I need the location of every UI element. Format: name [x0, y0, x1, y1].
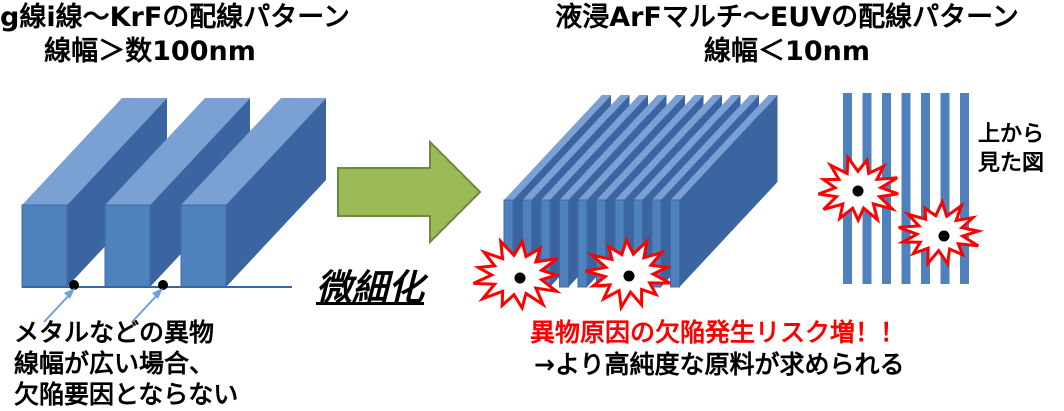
line-top-face [22, 98, 167, 205]
wide-metal-lines [21, 98, 326, 288]
top-view-stripe [901, 93, 911, 284]
defect-starbursts [472, 152, 985, 312]
line-top-face [578, 95, 685, 200]
line-front-face [670, 199, 680, 288]
left-title-line2: 線幅＞数100nm [44, 36, 256, 67]
line-side-face [226, 98, 326, 287]
defect-starburst [897, 197, 985, 268]
particle [514, 272, 526, 284]
line-top-face [633, 95, 741, 200]
top-view-label-line1: 上から [978, 122, 1045, 147]
miniaturization-label: 微細化 [316, 268, 425, 309]
line-top-face [522, 95, 630, 200]
line-top-face [541, 95, 648, 200]
left-title-line1: g線i線～KrFの配線パターン [0, 2, 350, 33]
line-top-face [559, 95, 667, 200]
purity-consequence: →より高純度な原料が求められる [534, 350, 905, 379]
particle [158, 280, 168, 290]
top-view-stripe [921, 93, 930, 284]
risk-warning: 異物原因の欠陥発生リスク増！！ [530, 318, 906, 347]
line-top-face [615, 95, 722, 200]
miniaturization-arrow [337, 139, 482, 245]
particle [938, 230, 950, 242]
particle-pointer-arrows [43, 288, 163, 323]
line-front-face [180, 204, 227, 288]
right-title-line2: 線幅＜10nm [704, 36, 870, 67]
top-view-stripe [940, 93, 950, 284]
top-view-stripe [960, 93, 969, 284]
line-top-face [652, 95, 759, 200]
line-side-face [679, 95, 778, 287]
line-top-face [596, 95, 704, 200]
right-title-line1: 液浸ArFマルチ～EUVの配線パターン [555, 2, 1019, 33]
particle [69, 280, 79, 290]
line-top-face [670, 95, 778, 200]
particle [623, 270, 635, 282]
line-top-face [181, 98, 326, 205]
line-front-face [559, 199, 569, 288]
line-front-face [577, 199, 588, 288]
line-front-face [104, 204, 151, 288]
left-note-line2: 線幅が広い場合、 [14, 349, 215, 378]
particle [852, 185, 864, 197]
top-view-label-line2: 見た図 [978, 151, 1045, 176]
left-note-line1: メタルなどの異物 [14, 318, 215, 347]
line-top-face [105, 98, 250, 205]
left-note-line3: 欠陥要因とならない [14, 380, 239, 409]
defect-starburst [472, 237, 562, 312]
line-front-face [21, 204, 68, 288]
line-top-face [504, 95, 611, 200]
